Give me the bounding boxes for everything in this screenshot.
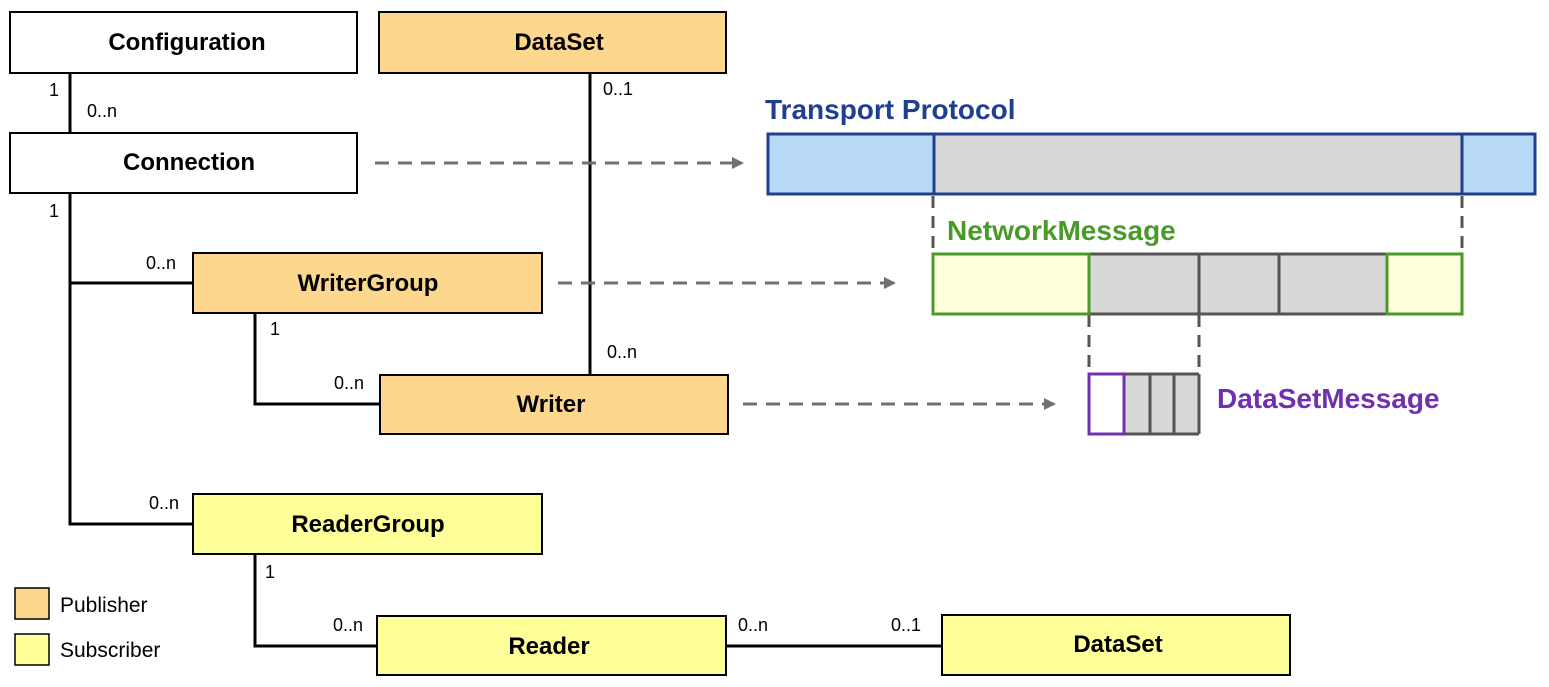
mult-configuration-side: 1 bbox=[49, 80, 59, 100]
readergroup-reader-line bbox=[253, 554, 377, 648]
mult-writer-side: 0..n bbox=[334, 373, 364, 393]
network-outline-left bbox=[931, 252, 1091, 316]
network-message-frame bbox=[931, 252, 1464, 316]
transport-trailer bbox=[1462, 134, 1535, 194]
mult-dataset-to-writer: 0..1 bbox=[603, 79, 633, 99]
reader-box[interactable]: Reader bbox=[376, 615, 727, 676]
configuration-label: Configuration bbox=[108, 29, 265, 56]
dataset-top-rect bbox=[378, 11, 727, 74]
connection-label: Connection bbox=[123, 149, 255, 176]
reader-label: Reader bbox=[508, 633, 589, 660]
legend-publisher-label: Publisher bbox=[60, 594, 148, 617]
expansion-guides bbox=[931, 196, 1464, 372]
dataset-top-box[interactable]: DataSet bbox=[378, 11, 727, 74]
writergroup-writer-line bbox=[253, 313, 380, 406]
mult-reader-group-1: 1 bbox=[265, 562, 275, 582]
network-payload bbox=[1089, 254, 1387, 314]
writer-rect bbox=[379, 374, 729, 435]
connectors bbox=[68, 73, 942, 648]
dataset-bottom-rect bbox=[941, 614, 1291, 676]
reader-group-label: ReaderGroup bbox=[291, 511, 444, 538]
transport-payload bbox=[934, 134, 1462, 194]
writer-group-rect bbox=[192, 252, 543, 314]
writer-group-label: WriterGroup bbox=[298, 270, 439, 297]
network-trailer bbox=[1387, 254, 1462, 314]
transport-outline bbox=[766, 132, 1537, 196]
reader-rect bbox=[376, 615, 727, 676]
mapping-arrows bbox=[375, 157, 1056, 410]
dataset-message-header bbox=[1087, 372, 1126, 436]
mult-reader-group-side: 0..n bbox=[149, 493, 179, 513]
mult-dataset-from-reader: 0..1 bbox=[891, 615, 921, 635]
dataset-top-label: DataSet bbox=[514, 29, 603, 56]
connection-readergroup-line bbox=[68, 283, 193, 526]
transport-header bbox=[768, 134, 934, 194]
network-header bbox=[933, 254, 1089, 314]
dataset-bottom-box[interactable]: DataSet bbox=[941, 614, 1291, 676]
writer-label: Writer bbox=[517, 391, 586, 418]
dataset-message-frame bbox=[1087, 372, 1201, 436]
writer-group-box[interactable]: WriterGroup bbox=[192, 252, 543, 314]
legend-publisher-swatch bbox=[14, 587, 50, 620]
mult-writer-from-dataset: 0..n bbox=[607, 342, 637, 362]
network-message-title: NetworkMessage bbox=[947, 215, 1176, 246]
reader-group-box[interactable]: ReaderGroup bbox=[192, 493, 543, 555]
connection-box[interactable]: Connection bbox=[9, 132, 358, 194]
multiplicity-labels: 1 0..n 0..1 1 0..n 1 0..n 0..n 0..n 1 0.… bbox=[49, 79, 921, 635]
reader-group-rect bbox=[192, 493, 543, 555]
dataset-message-title: DataSetMessage bbox=[1217, 383, 1440, 414]
mult-reader-to-dataset: 0..n bbox=[738, 615, 768, 635]
mult-writer-group-side: 0..n bbox=[146, 253, 176, 273]
configuration-box[interactable]: Configuration bbox=[9, 11, 358, 74]
transport-protocol-frame bbox=[766, 132, 1537, 196]
legend-subscriber-label: Subscriber bbox=[60, 639, 160, 662]
mult-reader-side: 0..n bbox=[333, 615, 363, 635]
legend-subscriber-swatch bbox=[14, 633, 50, 666]
mult-connection-1: 1 bbox=[49, 201, 59, 221]
legend: Publisher Subscriber bbox=[14, 587, 160, 666]
mult-connection-side: 0..n bbox=[87, 101, 117, 121]
network-outline-right bbox=[1385, 252, 1464, 316]
writer-box[interactable]: Writer bbox=[379, 374, 729, 435]
transport-protocol-title: Transport Protocol bbox=[765, 94, 1015, 125]
mult-writer-group-1: 1 bbox=[270, 319, 280, 339]
dataset-bottom-label: DataSet bbox=[1073, 631, 1162, 658]
